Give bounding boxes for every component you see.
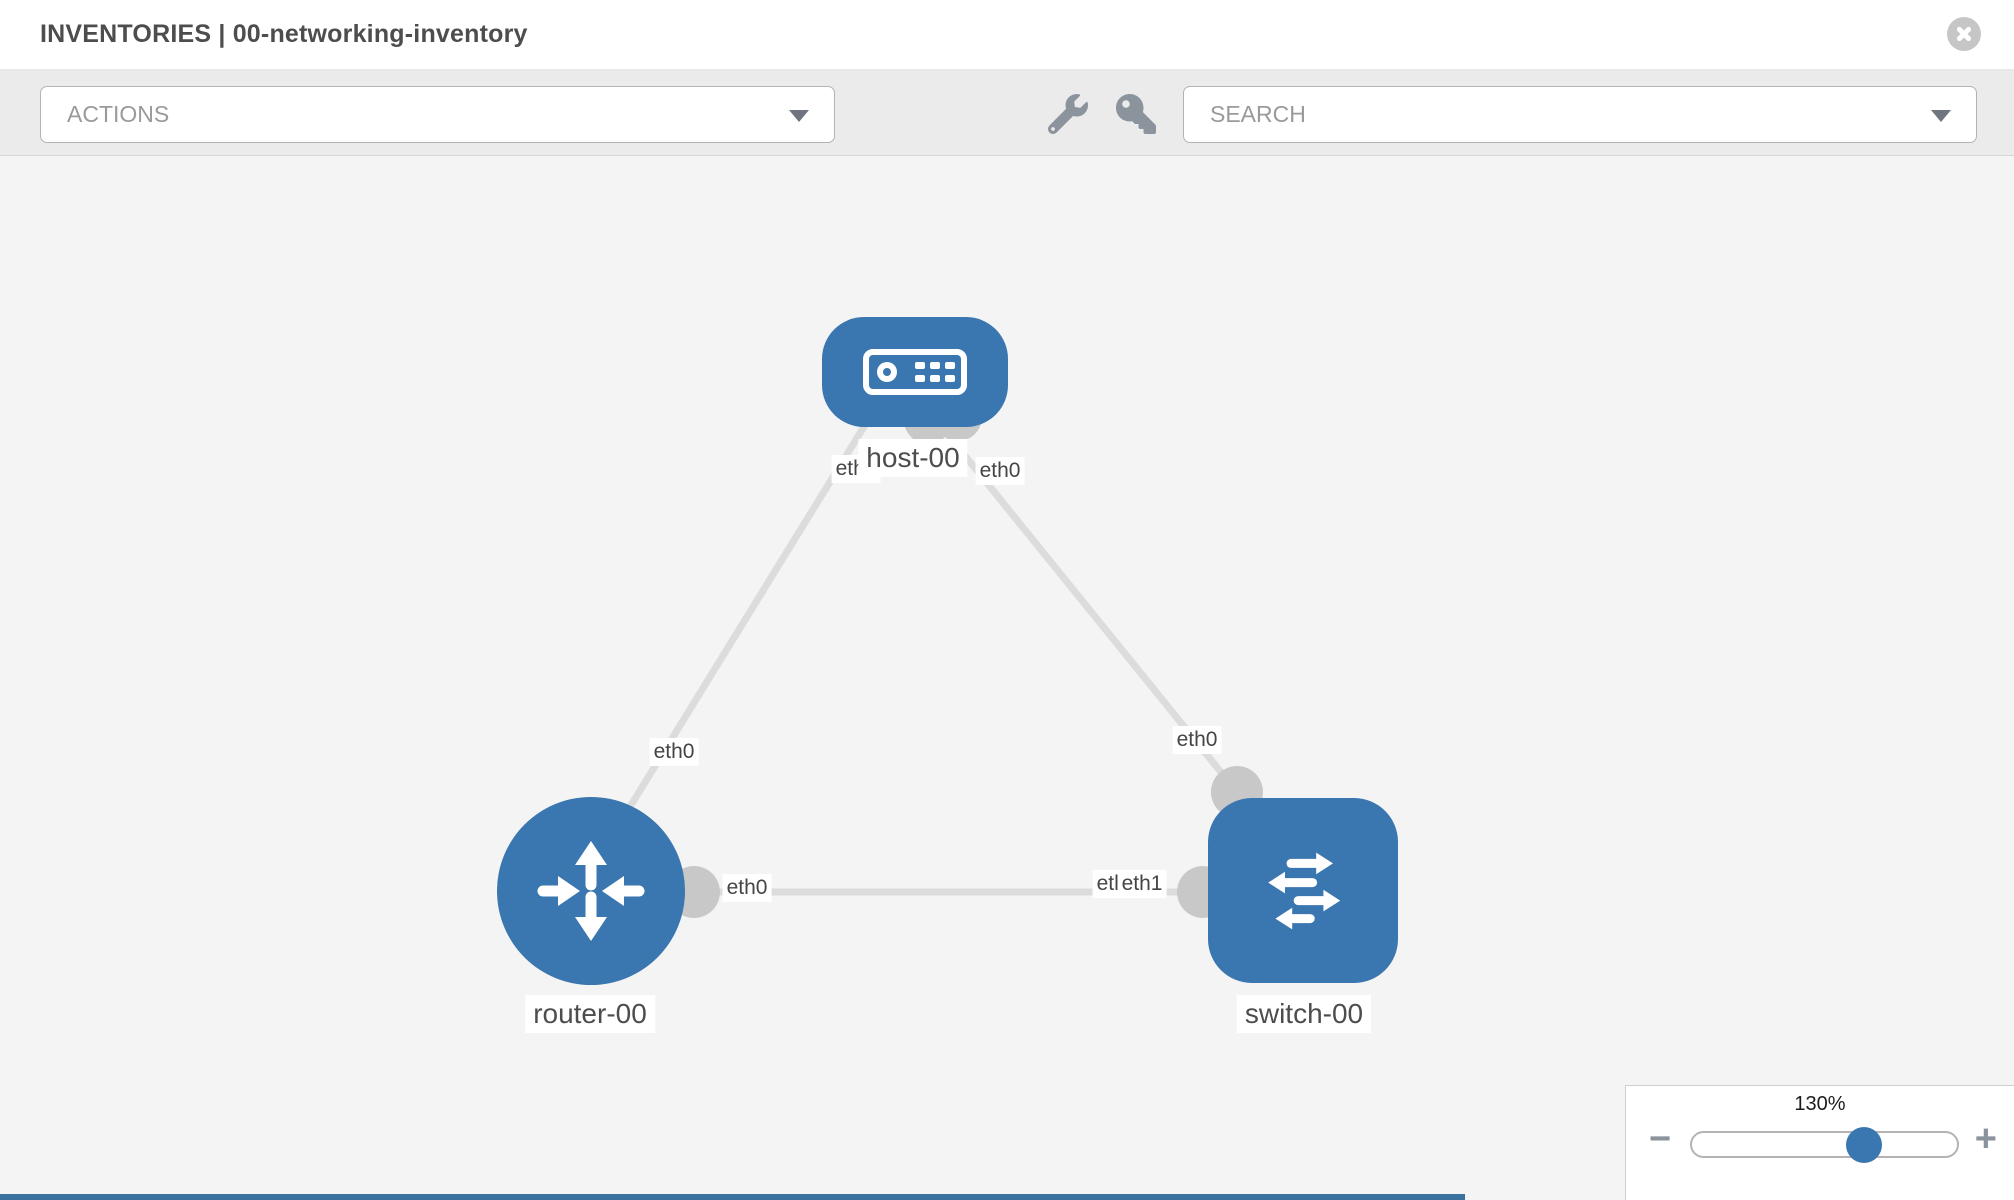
search-dropdown-label: SEARCH: [1210, 101, 1306, 127]
actions-dropdown-label: ACTIONS: [67, 101, 170, 127]
actions-dropdown[interactable]: ACTIONS: [40, 86, 835, 143]
interface-label: eth0: [649, 738, 699, 766]
node-switch-00[interactable]: [1208, 798, 1398, 983]
page-title: INVENTORIES | 00-networking-inventory: [40, 20, 528, 48]
toolbar: ACTIONS SEARCH: [0, 71, 2014, 156]
search-dropdown[interactable]: SEARCH: [1183, 86, 1977, 143]
node-label-router: router-00: [525, 995, 655, 1033]
topology-links-layer: [625, 393, 1263, 918]
switch-icon: [1268, 852, 1341, 929]
zoom-control-panel: 130% − +: [1625, 1085, 2014, 1200]
key-icon: [1116, 94, 1156, 134]
zoom-out-button[interactable]: −: [1649, 1118, 1672, 1160]
wrench-icon: [1047, 94, 1088, 135]
interface-label: eth0: [722, 874, 772, 902]
interface-label: eth0: [1172, 726, 1222, 754]
node-label-host: host-00: [858, 439, 968, 477]
zoom-slider[interactable]: [1690, 1126, 1959, 1163]
chevron-down-icon: [1931, 109, 1951, 122]
host-icon: [863, 349, 967, 395]
zoom-value: 130%: [1794, 1093, 1846, 1115]
interface-label: eth1: [1117, 870, 1167, 898]
bottom-accent-strip: [0, 1194, 1465, 1200]
tools-button[interactable]: [1047, 94, 1088, 135]
chevron-down-icon: [789, 109, 809, 122]
interface-label: eth0: [975, 457, 1025, 485]
zoom-in-button[interactable]: +: [1974, 1118, 1997, 1160]
node-router-00[interactable]: [497, 797, 685, 985]
topology-canvas[interactable]: eth0 eth0 eth0 eth0 eth0 eth1 eth1 host-…: [0, 156, 2014, 1200]
header: INVENTORIES | 00-networking-inventory: [0, 0, 2014, 71]
node-label-switch: switch-00: [1236, 995, 1372, 1033]
router-icon: [537, 841, 645, 941]
zoom-slider-thumb[interactable]: [1846, 1126, 1883, 1163]
node-host-00[interactable]: [822, 317, 1008, 427]
key-button[interactable]: [1116, 94, 1156, 134]
close-icon[interactable]: [1947, 17, 1981, 51]
